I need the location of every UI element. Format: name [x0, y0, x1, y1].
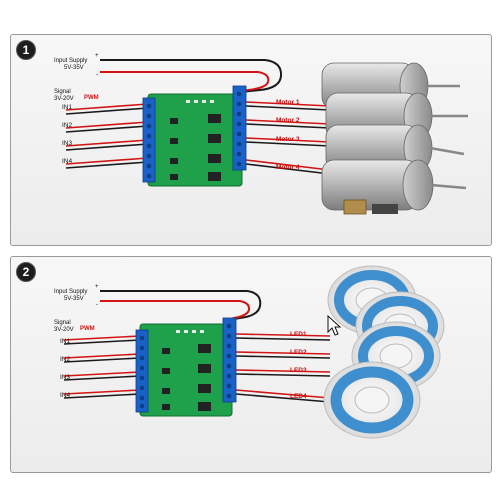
signal-wires [63, 335, 141, 399]
output-label: LED1 [290, 331, 307, 338]
diagram-number-badge: 1 [16, 40, 36, 60]
input-label: IN2 [60, 356, 71, 363]
input-label: IN3 [62, 140, 73, 147]
input-label: IN4 [60, 392, 71, 399]
supply-label-line1: Input Supply [54, 289, 88, 295]
signal-label-line1: Signal [54, 320, 71, 326]
driver-board [135, 317, 237, 417]
supply-wires [100, 59, 283, 93]
pwm-label: PWM [84, 95, 99, 101]
dc-motor-icon [325, 124, 465, 172]
output-label: LED2 [290, 349, 307, 356]
diagram-number-badge: 2 [16, 262, 36, 282]
supply-wires [100, 290, 262, 321]
driver-board [142, 85, 247, 187]
mouse-cursor-icon [327, 314, 342, 336]
minus-sign: - [96, 72, 98, 78]
supply-label-line2: 5V-35V [64, 296, 84, 302]
motor-output-wires [245, 101, 331, 175]
output-label: LED4 [290, 393, 307, 400]
minus-sign: - [96, 302, 98, 308]
signal-label: Signal 3V-20V [54, 320, 74, 333]
led-strip-reel-icon [323, 361, 421, 439]
dc-motor-icon [321, 159, 467, 215]
input-label: IN4 [62, 158, 73, 165]
pwm-label: PWM [80, 326, 95, 332]
signal-label-line1: Signal [54, 89, 71, 95]
output-label: Motor 2 [276, 117, 300, 124]
signal-label-line2: 3V-20V [54, 95, 74, 102]
plus-sign: + [95, 53, 99, 59]
supply-label: Input Supply 5V-35V [54, 58, 87, 72]
plus-sign: + [95, 284, 99, 290]
input-label: IN1 [62, 104, 73, 111]
input-label: IN1 [60, 338, 71, 345]
supply-label: Input Supply 5V-35V [54, 289, 87, 303]
supply-label-line1: Input Supply [54, 58, 88, 64]
led-output-wires [235, 333, 331, 403]
output-label: Motor 1 [276, 99, 300, 106]
output-label: LED3 [290, 367, 307, 374]
input-label: IN2 [62, 122, 73, 129]
supply-label-line2: 5V-35V [64, 65, 84, 71]
input-label: IN3 [60, 374, 71, 381]
output-label: Motor 3 [276, 136, 300, 143]
signal-label: Signal 3V-20V [54, 89, 74, 102]
output-label: Motor 4 [276, 164, 300, 171]
signal-label-line2: 3V-20V [54, 326, 74, 333]
signal-wires [65, 103, 149, 169]
